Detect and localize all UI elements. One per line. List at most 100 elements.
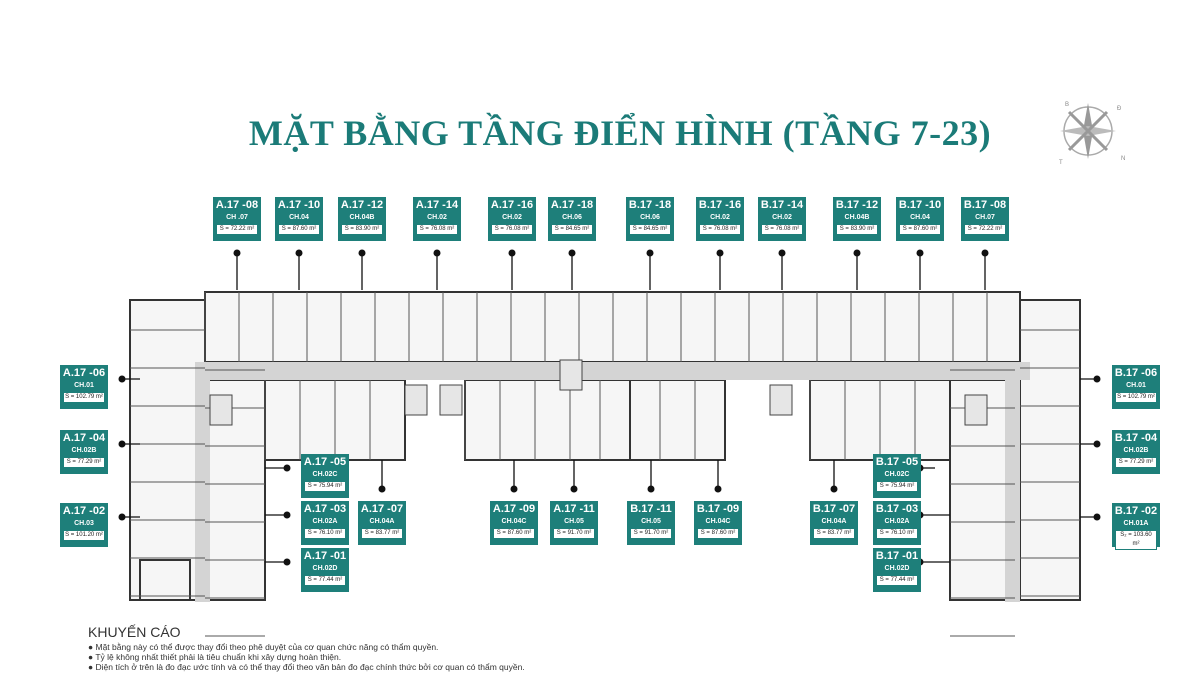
- compass-icon: B Đ N T: [1055, 98, 1135, 173]
- unit-type: CH.04C: [501, 518, 527, 525]
- unit-type: CH.02A: [312, 518, 338, 525]
- leader-dot: [508, 249, 516, 257]
- unit-type: CH.05: [641, 518, 661, 525]
- unit-type: CH.02: [710, 214, 730, 221]
- leader-dot: [647, 485, 655, 493]
- leader-dot: [981, 249, 989, 257]
- unit-area: S = 72.22 m²: [964, 224, 1006, 235]
- corridor: [195, 362, 1030, 380]
- unit-type: CH.02B: [1123, 447, 1149, 454]
- unit-area: S = 101.20 m²: [63, 530, 105, 541]
- unit-area: S = 83.77 m²: [813, 528, 855, 539]
- unit-code: A.17 -16: [490, 199, 534, 211]
- page-title: MẶT BẰNG TẦNG ĐIỂN HÌNH (TẦNG 7-23): [248, 113, 992, 153]
- unit-code: B.17 -04: [1114, 432, 1158, 444]
- unit-type: CH.04A: [821, 518, 847, 525]
- disclaimer-item: ● Diện tích ở trên là đo đạc ước tính và…: [88, 662, 525, 672]
- unit-code: A.17 -06: [62, 367, 106, 379]
- leader-dot: [830, 485, 838, 493]
- leader-dot: [716, 249, 724, 257]
- unit-code: A.17 -05: [303, 456, 347, 468]
- leader-dot: [1093, 440, 1101, 448]
- leader-dot: [853, 249, 861, 257]
- unit-area: S = 83.77 m²: [361, 528, 403, 539]
- unit-type: CH.02: [427, 214, 447, 221]
- unit-type: CH.04: [289, 214, 309, 221]
- unit-code: B.17 -14: [760, 199, 804, 211]
- unit-area: S = 76.08 m²: [761, 224, 803, 235]
- unit-code: B.17 -08: [963, 199, 1007, 211]
- unit-area: S = 83.90 m²: [341, 224, 383, 235]
- stair-core: [404, 384, 428, 416]
- unit-area: S = 91.70 m²: [553, 528, 595, 539]
- unit-type: CH.02D: [884, 565, 910, 572]
- leader-dot: [283, 464, 291, 472]
- building-block: [629, 379, 726, 461]
- unit-area: S = 102.79 m²: [1115, 392, 1157, 403]
- unit-code: B.17 -09: [696, 503, 740, 515]
- unit-area: S = 72.22 m²: [216, 224, 258, 235]
- unit-type: CH.02D: [312, 565, 338, 572]
- compass-letter: N: [1121, 156, 1125, 162]
- unit-area: S = 87.60 m²: [899, 224, 941, 235]
- unit-area: S = 87.60 m²: [278, 224, 320, 235]
- unit-area: S = 83.90 m²: [836, 224, 878, 235]
- leader-dot: [646, 249, 654, 257]
- unit-type: CH.01: [1126, 382, 1146, 389]
- unit-type: CH.02: [772, 214, 792, 221]
- leader-dot: [714, 485, 722, 493]
- unit-code: A.17 -08: [215, 199, 259, 211]
- unit-area: S = 77.44 m²: [304, 575, 346, 586]
- unit-code: B.17 -06: [1114, 367, 1158, 379]
- unit-area: S = 102.79 m²: [63, 392, 105, 403]
- unit-area: S = 76.08 m²: [416, 224, 458, 235]
- unit-area: S = 84.65 m²: [629, 224, 671, 235]
- unit-type: CH.03: [74, 520, 94, 527]
- unit-code: B.17 -02: [1114, 505, 1158, 517]
- unit-code: A.17 -02: [62, 505, 106, 517]
- unit-type: CH.06: [640, 214, 660, 221]
- disclaimer-item: ● Mặt bằng này có thể được thay đổi theo…: [88, 642, 439, 652]
- unit-area: S = 84.65 m²: [551, 224, 593, 235]
- unit-type: CH.01A: [1123, 520, 1149, 527]
- unit-area: S = 75.94 m²: [304, 481, 346, 492]
- compass-letter: Đ: [1117, 106, 1122, 112]
- leader-dot: [916, 249, 924, 257]
- unit-type: CH.02C: [312, 471, 338, 478]
- unit-area: S₂ = 103.60 m²: [1115, 530, 1157, 550]
- building-block: [464, 379, 631, 461]
- stair-core: [209, 394, 233, 426]
- leader-dot: [118, 440, 126, 448]
- unit-code: A.17 -01: [303, 550, 347, 562]
- unit-area: S = 87.60 m²: [493, 528, 535, 539]
- disclaimer-item: ● Tỷ lệ không nhất thiết phải là tiêu ch…: [88, 652, 342, 662]
- unit-type: CH.05: [564, 518, 584, 525]
- unit-area: S = 76.10 m²: [304, 528, 346, 539]
- leader-dot: [118, 375, 126, 383]
- unit-type: CH.02A: [884, 518, 910, 525]
- unit-type: CH.04B: [349, 214, 375, 221]
- unit-area: S = 75.94 m²: [876, 481, 918, 492]
- unit-code: B.17 -01: [875, 550, 919, 562]
- unit-code: B.17 -16: [698, 199, 742, 211]
- unit-type: CH.02C: [884, 471, 910, 478]
